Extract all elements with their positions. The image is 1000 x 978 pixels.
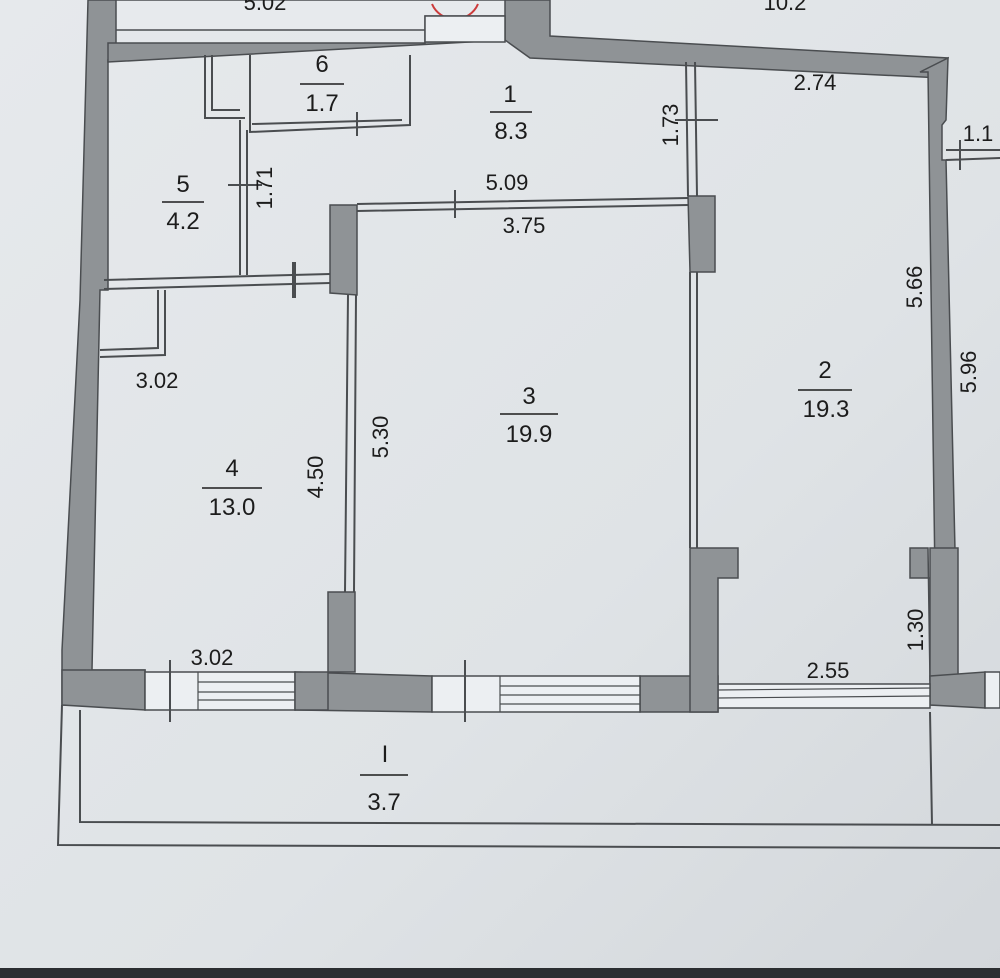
room-3-number: 3 — [522, 383, 535, 410]
dim-5-30: 5.30 — [368, 416, 393, 459]
dim-3-75: 3.75 — [503, 213, 546, 238]
room-4-label: 4 13.0 — [202, 455, 262, 521]
window-right-edge — [984, 671, 1000, 709]
dim-top-fragment-right: 10.2 — [764, 0, 807, 15]
partition-room-6 — [204, 55, 411, 134]
dim-1-73: 1.73 — [658, 104, 683, 147]
room-5-number: 5 — [176, 171, 189, 198]
dim-3-02-mid: 3.02 — [136, 368, 179, 393]
partition-room-1-right — [685, 61, 698, 197]
door-top-opening — [424, 15, 506, 43]
window-room-3 — [431, 675, 641, 713]
room-4-area: 13.0 — [209, 494, 256, 521]
room-2-area: 19.3 — [803, 396, 850, 423]
dim-3-02-bottom: 3.02 — [191, 645, 234, 670]
room-2-label: 2 19.3 — [798, 357, 852, 423]
dim-1-30: 1.30 — [903, 609, 928, 652]
adjacent-window-right — [945, 140, 1000, 170]
balcony-area: 3.7 — [367, 789, 400, 816]
room-2-number: 2 — [818, 357, 831, 384]
room-5-area: 4.2 — [166, 208, 199, 235]
room-4-number: 4 — [225, 455, 238, 482]
balcony-number: I — [382, 741, 389, 768]
partition-room-5 — [239, 120, 248, 275]
room-3-area: 19.9 — [506, 421, 553, 448]
balcony-outline — [56, 704, 1000, 849]
room-1-number: 1 — [503, 81, 516, 108]
partition-room-3-left — [344, 294, 357, 593]
wall-room-2-lower-left — [689, 547, 739, 713]
dim-4-50: 4.50 — [303, 456, 328, 499]
room-6-label: 6 1.7 — [300, 51, 344, 117]
wall-room-3-left — [329, 204, 358, 296]
wall-room-3-right — [687, 195, 716, 273]
partition-room-3-top — [356, 197, 689, 212]
dim-1-71: 1.71 — [252, 167, 277, 210]
dim-1-1: 1.1 — [963, 121, 994, 146]
dim-top-fragment-left: 5.02 — [244, 0, 287, 15]
partition-room-3-right — [689, 272, 698, 548]
dim-5-66: 5.66 — [902, 266, 927, 309]
dim-2-74: 2.74 — [794, 70, 837, 95]
balcony-label: I 3.7 — [360, 741, 408, 816]
room-6-area: 1.7 — [305, 90, 338, 117]
dim-5-09: 5.09 — [486, 170, 529, 195]
window-room-4 — [144, 671, 296, 711]
dim-2-55: 2.55 — [807, 658, 850, 683]
dim-5-96: 5.96 — [956, 351, 981, 394]
room-1-area: 8.3 — [494, 118, 527, 145]
room-3-label: 3 19.9 — [500, 383, 558, 448]
closet-room-4 — [99, 290, 166, 358]
room-1-label: 1 8.3 — [490, 81, 532, 145]
bottom-page-edge — [0, 968, 1000, 978]
room-5-label: 5 4.2 — [162, 171, 204, 235]
room-6-number: 6 — [315, 51, 328, 78]
